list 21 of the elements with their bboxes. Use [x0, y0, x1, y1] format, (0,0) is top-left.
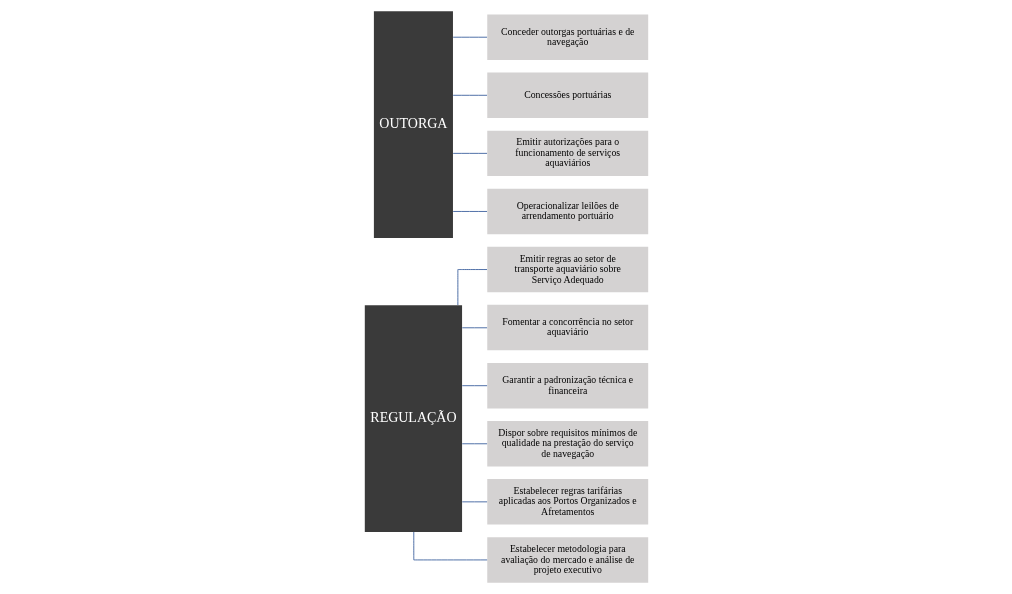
- connector: [461, 327, 487, 329]
- connector: [461, 385, 487, 387]
- node-box: Operacionalizar leilões de arrendamento portuário: [486, 188, 648, 235]
- connector: [452, 94, 487, 96]
- node-box: Estabelecer regras tarifárias aplicadas aos Portos Organizados e Afretamentos: [486, 479, 648, 525]
- node-box: Estabelecer metodologia para avaliação do mercado e análise de projeto executivo: [486, 537, 648, 583]
- connector: [461, 443, 487, 445]
- node-box: REGULAÇÃO: [364, 305, 462, 532]
- connector: [452, 211, 487, 212]
- node-box: Dispor sobre requisitos mínimos de qualidade na prestação do serviço de navegação: [486, 421, 648, 467]
- connector: [452, 36, 487, 38]
- node-box: Garantir a padronização técnica e financeira: [486, 362, 648, 409]
- node-box: Emitir regras ao setor de transporte aquaviário sobre Serviço Adequado: [486, 246, 648, 293]
- connector: [412, 531, 488, 561]
- node-box: OUTORGA: [373, 11, 453, 239]
- node-box: Conceder outorgas portuárias e de navegação: [486, 14, 648, 60]
- node-box: Concessões portuárias: [486, 72, 648, 119]
- node-box: Fomentar a concorrência no setor aquaviário: [486, 304, 648, 351]
- node-box: Emitir autorizações para o funcionamento de serviços aquaviários: [486, 130, 648, 177]
- connector: [452, 152, 487, 154]
- connector: [456, 269, 487, 306]
